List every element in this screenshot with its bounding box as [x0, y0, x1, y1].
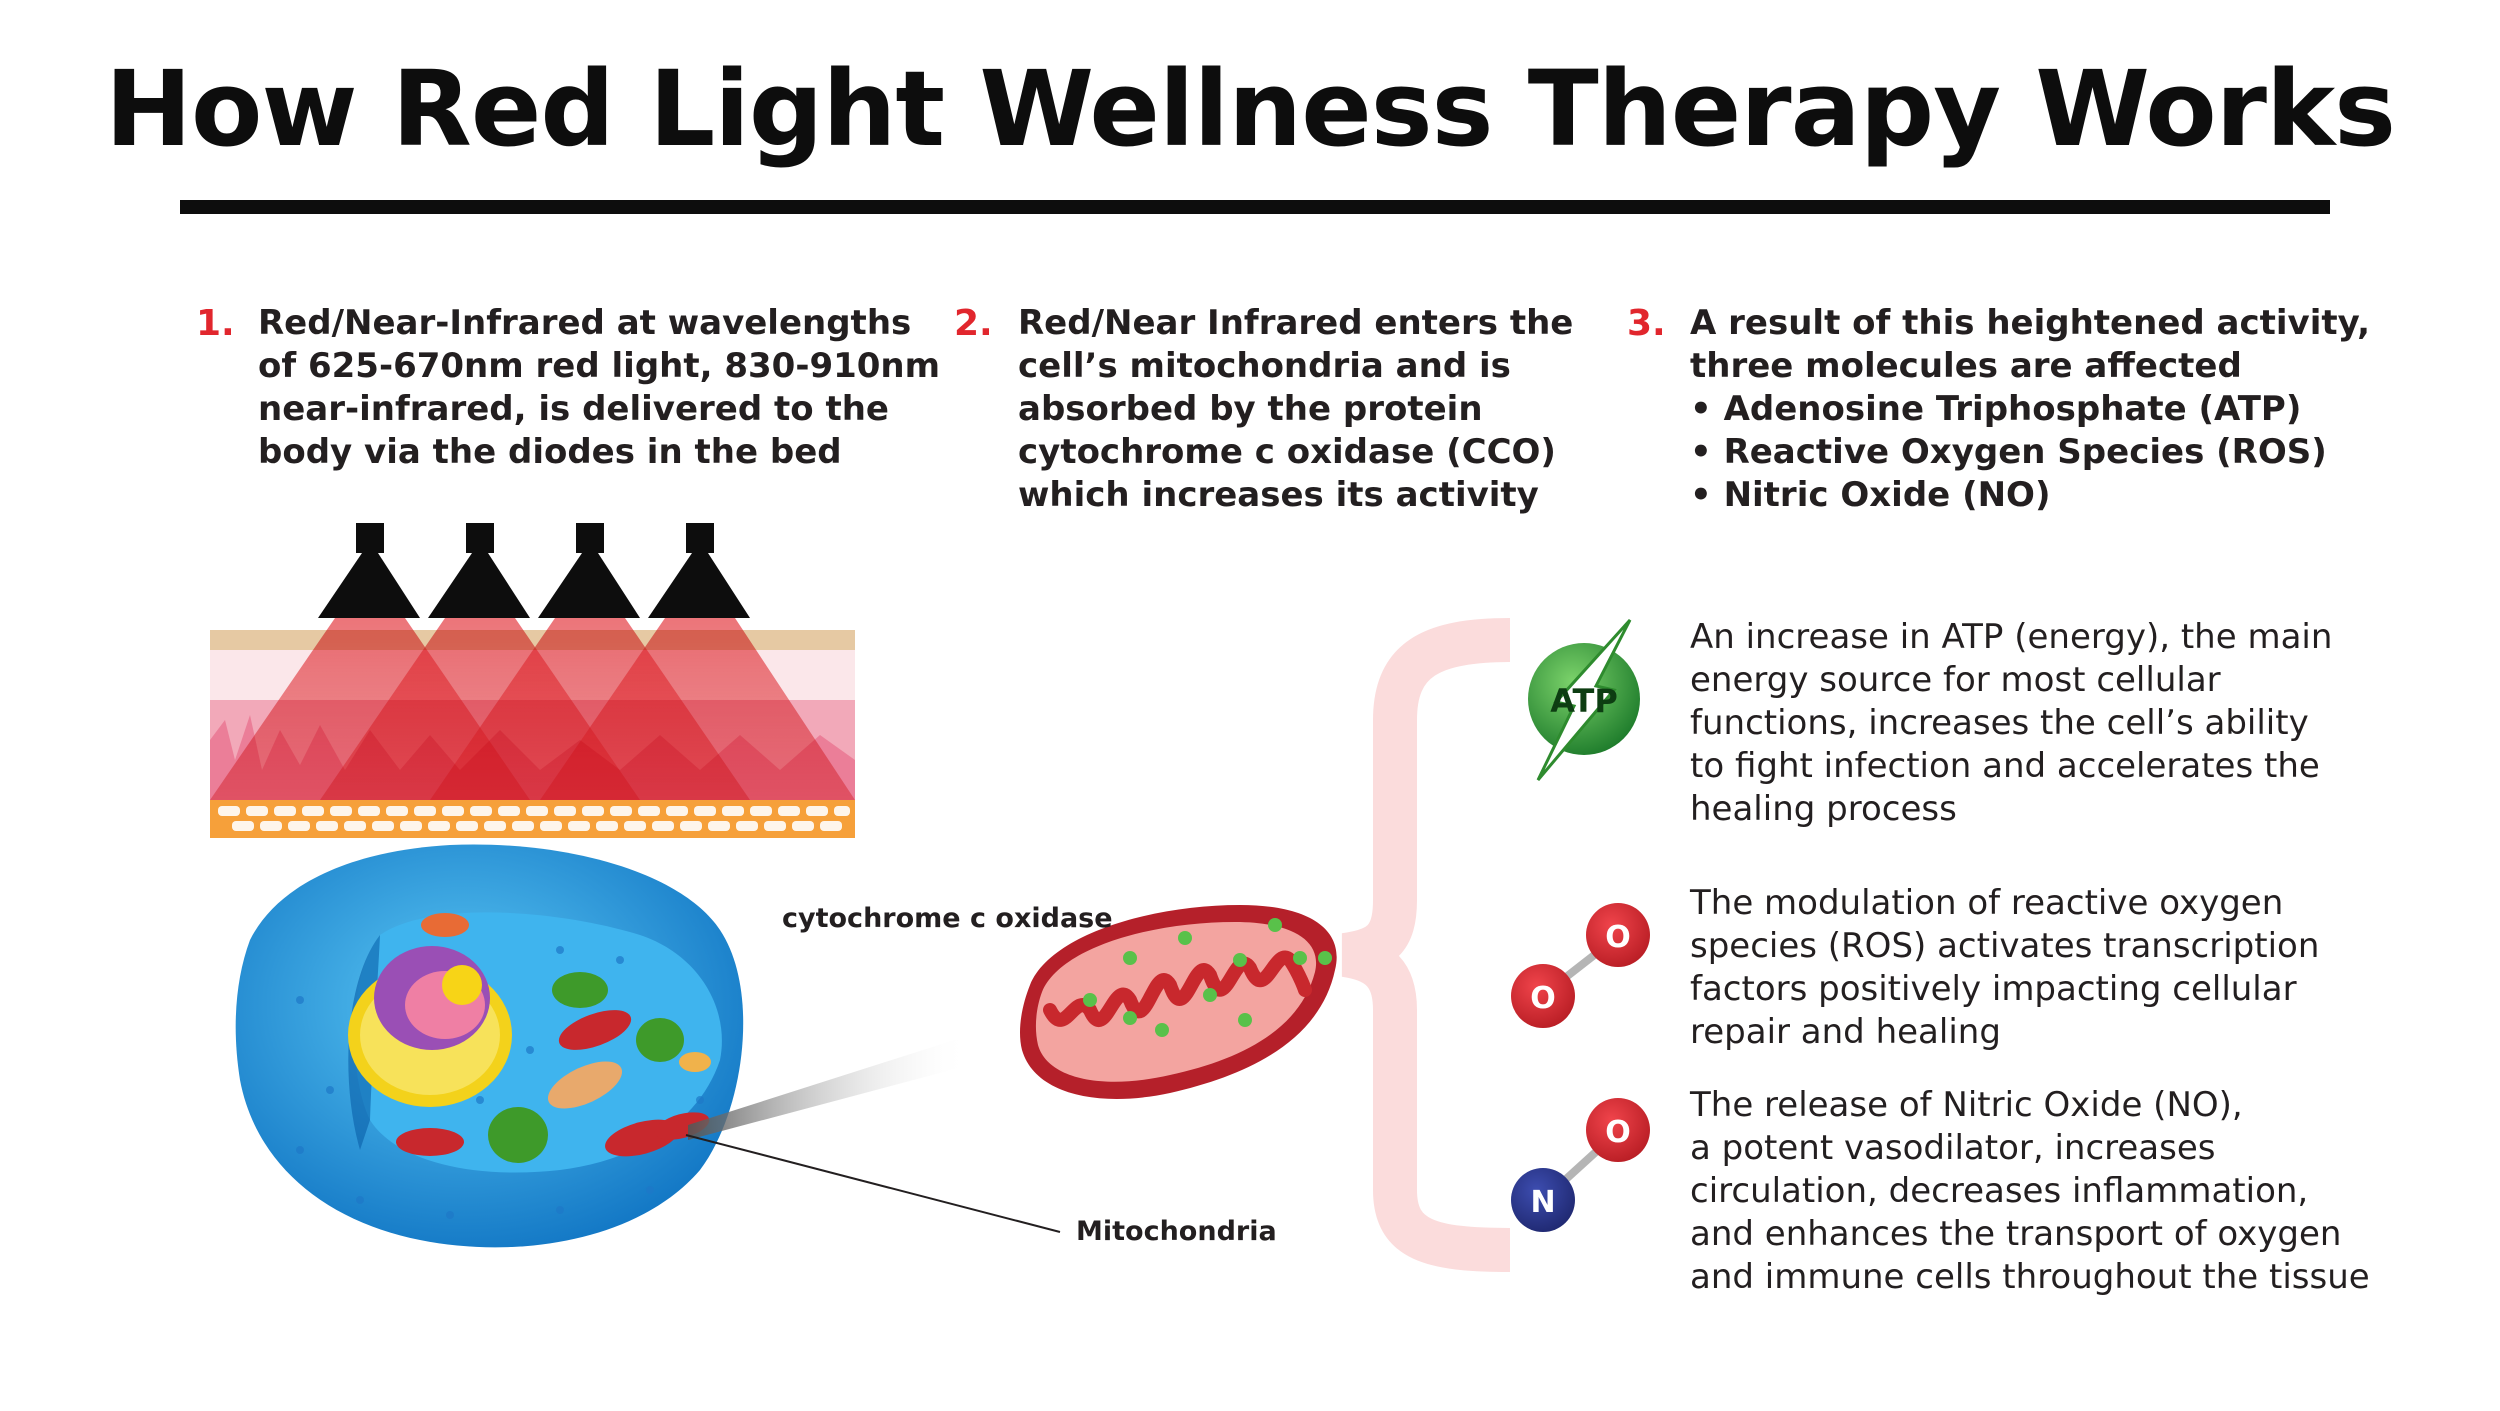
step-1-number: 1. [196, 303, 235, 344]
step-1-line: of 625-670nm red light, 830-910nm [258, 346, 941, 386]
no-description-line: circulation, decreases inflammation, [1690, 1171, 2309, 1211]
atp-description-line: energy source for most cellular [1690, 660, 2221, 700]
step-2-text: Red/Near Infrared enters the cell’s mito… [1018, 302, 1573, 517]
step-3-line: • Adenosine Triphosphate (ATP) [1690, 389, 2302, 429]
ros-molecule-icon: O O [1511, 903, 1650, 1028]
grouping-bracket [1341, 618, 1511, 1272]
zoom-cone [688, 1035, 970, 1140]
atp-description: An increase in ATP (energy), the main en… [1690, 616, 2332, 831]
no-description: The release of Nitric Oxide (NO), a pote… [1690, 1084, 2370, 1299]
atp-icon-label: ATP [1550, 682, 1618, 720]
ros-description-line: species (ROS) activates transcription [1690, 926, 2320, 966]
cco-label: cytochrome c oxidase [782, 903, 1113, 934]
atp-description-line: functions, increases the cell’s ability [1690, 703, 2309, 743]
page-title: How Red Light Wellness Therapy Works [104, 48, 2396, 170]
step-3-line: A result of this heightened activity, [1690, 303, 2371, 343]
step-3-line: • Nitric Oxide (NO) [1690, 475, 2051, 515]
step-2-number: 2. [954, 303, 993, 344]
title-underline [180, 200, 2330, 214]
diode-lamps [318, 523, 750, 618]
step-2-line: which increases its activity [1018, 475, 1539, 515]
step-2-line: Red/Near Infrared enters the [1018, 303, 1574, 343]
atp-icon: ATP [1528, 618, 1640, 781]
cell-illustration [235, 844, 744, 1248]
atp-description-line: to fight infection and accelerates the [1690, 746, 2320, 786]
ros-description: The modulation of reactive oxygen specie… [1690, 882, 2319, 1054]
step-1-line: near-infrared, is delivered to the [258, 389, 889, 429]
ros-atom-label: O [1605, 920, 1631, 955]
step-1-line: body via the diodes in the bed [258, 432, 842, 472]
no-description-line: a potent vasodilator, increases [1690, 1128, 2216, 1168]
step-2-line: cytochrome c oxidase (CCO) [1018, 432, 1556, 472]
atp-description-line: healing process [1690, 789, 1957, 829]
mitochondrion-illustration [1019, 905, 1337, 1099]
step-1-line: Red/Near-Infrared at wavelengths [258, 303, 912, 343]
no-atom-label: N [1530, 1185, 1555, 1220]
step-3-text: A result of this heightened activity, th… [1690, 302, 2370, 517]
atp-description-line: An increase in ATP (energy), the main [1690, 617, 2333, 657]
red-light-beams [210, 618, 855, 800]
no-atom-label: O [1605, 1115, 1631, 1150]
step-1-text: Red/Near-Infrared at wavelengths of 625-… [258, 302, 940, 474]
no-description-line: The release of Nitric Oxide (NO), [1690, 1085, 2243, 1125]
step-2-line: absorbed by the protein [1018, 389, 1483, 429]
step-3-line: • Reactive Oxygen Species (ROS) [1690, 432, 2327, 472]
step-3-number: 3. [1627, 303, 1666, 344]
no-molecule-icon: O N [1511, 1098, 1650, 1232]
ros-description-line: repair and healing [1690, 1012, 2001, 1052]
mitochondria-label: Mitochondria [1076, 1216, 1277, 1247]
step-3-line: three molecules are affected [1690, 346, 2242, 386]
no-description-line: and immune cells throughout the tissue [1690, 1257, 2370, 1297]
no-description-line: and enhances the transport of oxygen [1690, 1214, 2342, 1254]
ros-description-line: factors positively impacting cellular [1690, 969, 2297, 1009]
ros-atom-label: O [1530, 981, 1556, 1016]
mitochondria-pointer [685, 1134, 1061, 1233]
step-2-line: cell’s mitochondria and is [1018, 346, 1511, 386]
ros-description-line: The modulation of reactive oxygen [1690, 883, 2284, 923]
